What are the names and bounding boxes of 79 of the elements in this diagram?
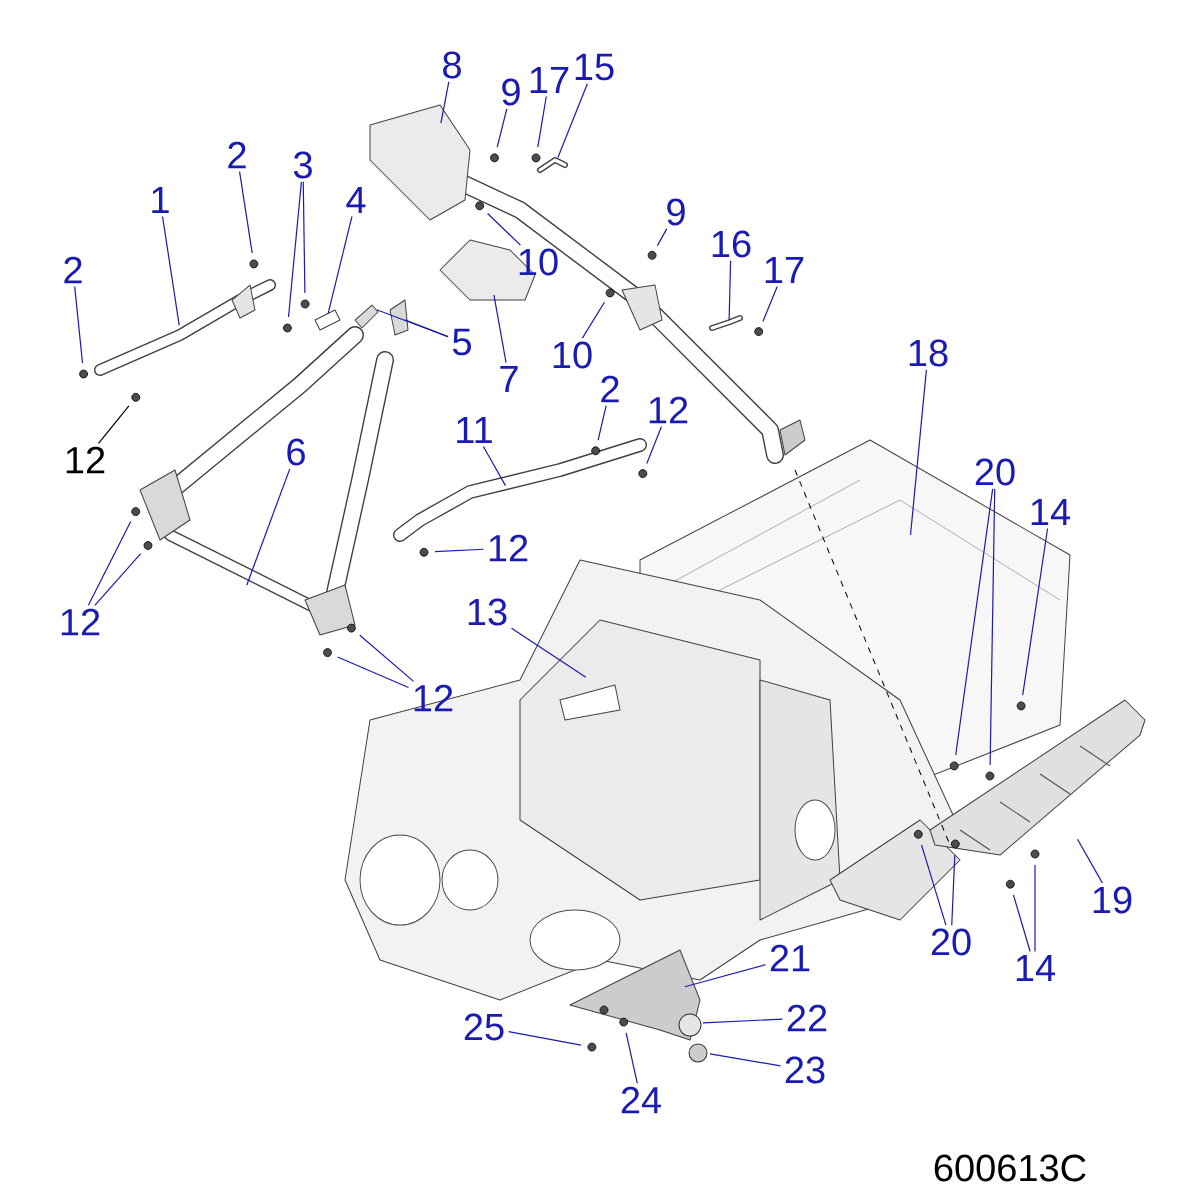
leader-line bbox=[656, 228, 668, 247]
leader-line bbox=[955, 488, 994, 756]
leader-line bbox=[909, 369, 927, 536]
callout-number: 20 bbox=[931, 928, 971, 956]
leader-line bbox=[1034, 864, 1036, 953]
leader-line bbox=[97, 405, 130, 444]
callout-number: 23 bbox=[785, 1056, 825, 1084]
leader-line bbox=[597, 405, 607, 441]
callout-number: 21 bbox=[770, 944, 810, 972]
callout-number: 16 bbox=[712, 230, 751, 258]
callout-number: 22 bbox=[787, 1004, 827, 1032]
leader-line bbox=[702, 1018, 784, 1024]
leader-line bbox=[496, 108, 508, 148]
leader-line bbox=[302, 181, 306, 294]
callout-number: 10 bbox=[553, 341, 592, 369]
callout-number: 8 bbox=[443, 51, 461, 79]
callout-number: 13 bbox=[468, 598, 507, 626]
leader-line bbox=[951, 854, 956, 926]
leader-line bbox=[557, 83, 588, 158]
leader-line bbox=[1022, 527, 1049, 696]
leader-line bbox=[762, 285, 778, 322]
callout-number: 19 bbox=[1093, 886, 1132, 914]
callout-number: 4 bbox=[346, 186, 366, 214]
callout-number: 2 bbox=[228, 141, 246, 169]
leader-line bbox=[1012, 894, 1031, 953]
callout-number: 1 bbox=[152, 186, 169, 214]
leader-line bbox=[728, 260, 732, 321]
leader-line bbox=[239, 171, 253, 254]
leader-line bbox=[440, 81, 450, 124]
callout-number: 24 bbox=[621, 1086, 661, 1114]
callout-number: 2 bbox=[64, 256, 82, 284]
leader-line bbox=[246, 468, 291, 586]
callout-number: 9 bbox=[667, 198, 685, 226]
leader-line bbox=[510, 627, 587, 678]
callout-number: 14 bbox=[1016, 954, 1055, 982]
leader-line bbox=[989, 488, 996, 766]
leader-line bbox=[625, 1032, 638, 1084]
leader-line bbox=[646, 426, 662, 464]
callout-number: 17 bbox=[765, 256, 804, 284]
callout-number: 12 bbox=[649, 396, 688, 424]
callout-number: 9 bbox=[502, 78, 520, 106]
leader-line bbox=[709, 1053, 782, 1067]
drawing-number: 600613C bbox=[934, 1154, 1086, 1182]
leader-line bbox=[327, 215, 353, 314]
leader-line bbox=[74, 286, 84, 364]
leader-line bbox=[581, 301, 605, 339]
leader-line bbox=[920, 844, 947, 926]
callout-number: 17 bbox=[530, 66, 569, 94]
callout-number: 14 bbox=[1031, 498, 1070, 526]
callout-number: 12 bbox=[489, 534, 528, 562]
leader-line bbox=[684, 964, 767, 988]
leader-line bbox=[434, 548, 485, 553]
leader-line bbox=[507, 1031, 582, 1046]
leader-line bbox=[287, 181, 302, 318]
leader-line bbox=[337, 656, 410, 689]
leader-line bbox=[161, 215, 180, 326]
callout-number: 20 bbox=[975, 458, 1015, 486]
leader-line bbox=[94, 553, 142, 606]
leader-line bbox=[487, 212, 522, 246]
leader-line bbox=[493, 294, 507, 364]
leader-line bbox=[359, 634, 415, 682]
callout-number: 25 bbox=[464, 1013, 504, 1041]
callout-number: 12 bbox=[61, 608, 100, 636]
callout-number: 2 bbox=[601, 375, 619, 403]
callout-number: 12 bbox=[66, 446, 105, 474]
callout-number: 5 bbox=[452, 328, 471, 356]
callout-number: 12 bbox=[414, 684, 453, 712]
callout-number: 3 bbox=[293, 151, 312, 179]
callout-number: 7 bbox=[500, 365, 518, 393]
callout-number: 10 bbox=[519, 248, 558, 276]
leader-line bbox=[404, 319, 449, 338]
callout-number: 18 bbox=[909, 339, 948, 367]
callout-number: 11 bbox=[457, 416, 492, 444]
callout-number: 6 bbox=[287, 438, 305, 466]
leader-line bbox=[87, 520, 132, 606]
leader-line bbox=[537, 95, 547, 148]
leader-line bbox=[1076, 838, 1104, 884]
callout-number: 15 bbox=[575, 53, 614, 81]
leader-line bbox=[482, 445, 507, 487]
